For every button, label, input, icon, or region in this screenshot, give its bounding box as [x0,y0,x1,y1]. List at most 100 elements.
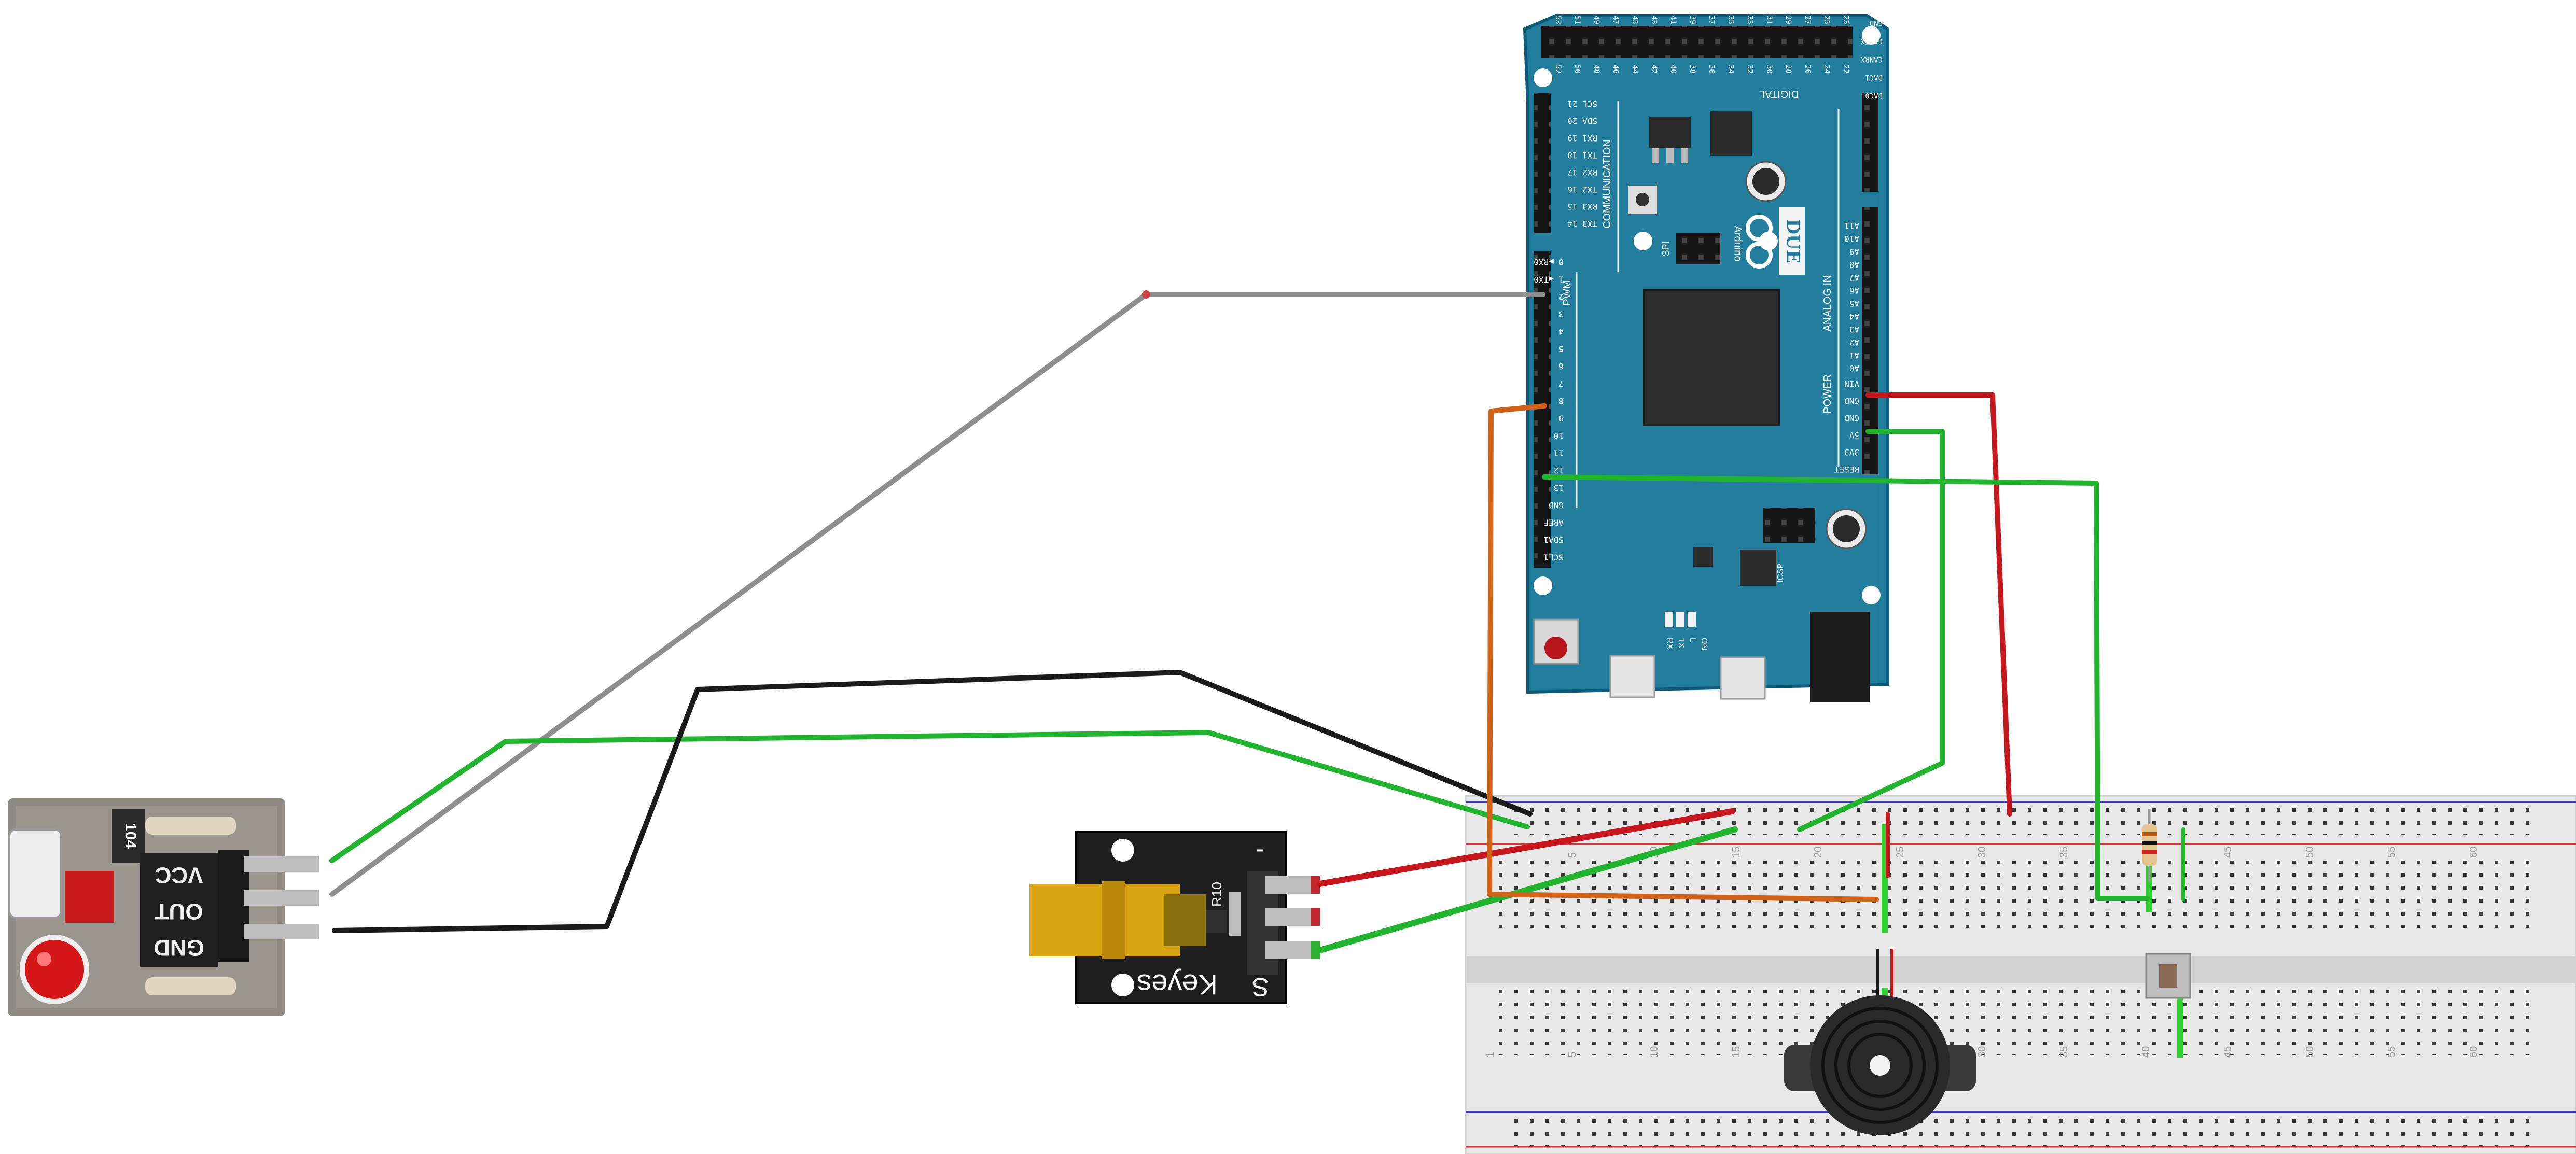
piezo-buzzer [1784,949,1976,1135]
wire-green-5v[interactable] [1797,429,1945,832]
top-header-pin-label: 27 [1803,16,1812,24]
pwm-pin-label: 4 [1558,327,1564,336]
wire-orange-pin9[interactable] [1487,403,1879,902]
wire-red-gnd[interactable] [1865,392,2012,817]
sensor-pin-gnd[interactable] [244,924,319,939]
sensor-pin-vcc[interactable] [244,856,319,872]
laser-pin-s[interactable] [1265,941,1320,959]
side-pin-label: CANRX [1860,55,1883,63]
breadboard-column-number: 55 [2386,847,2398,858]
breadboard-column-number: 25 [1895,847,1906,858]
power-header [1862,371,1878,474]
pwm-pin-label: 5 [1558,344,1564,354]
side-pin-label: GND [1870,19,1883,27]
center-channel [1466,956,2576,983]
digital-label: DIGITAL [1759,88,1799,100]
top-header2-pin-label: 48 [1592,65,1600,74]
comm-pin-label: RX2 17 [1567,167,1597,177]
top-header2-pin-label: 34 [1726,65,1735,74]
power-label: POWER [1822,374,1833,414]
laser-resistor-label: R10 [1209,882,1224,907]
sensor-pin-out[interactable] [244,890,319,906]
analog-pin-label: A10 [1844,234,1859,244]
sensor-marking: 104 [122,823,139,849]
power-pin-label: VIN [1844,379,1859,389]
breadboard-column-number: 1 [1485,1052,1496,1058]
analog-pin-label: A9 [1849,247,1859,257]
spi-header [1676,233,1720,264]
analog-pin-label: A4 [1849,312,1859,321]
wire-green-laser[interactable] [1317,826,1738,953]
mount-hole [1534,68,1552,87]
top-header-pin-label: 31 [1765,16,1773,24]
laser-pin-vcc[interactable] [1265,908,1320,926]
sensor-pin-out-label: OUT [155,898,203,924]
breadboard-column-number: 40 [2140,1046,2152,1058]
comm-pin-label: RX1 19 [1567,133,1597,143]
native-usb-port[interactable] [1720,656,1766,700]
top-header-pin-label: 35 [1726,16,1735,24]
breadboard: 1155101015152020252530303535404045455050… [1465,795,2576,1154]
programming-usb-port[interactable] [1609,655,1655,698]
breadboard-column-number: 30 [1976,1046,1988,1058]
top-header-pin-label: 47 [1611,16,1620,24]
mount-hole [1111,839,1134,862]
right-top-header [1862,93,1878,192]
voltage-regulator [1649,117,1691,148]
pwm-pin-label: 12 [1554,466,1564,475]
top-header2-pin-label: 44 [1631,65,1639,74]
breadboard-column-number: 10 [1649,1046,1660,1058]
resistor [2142,809,2157,881]
wire-black-gnd[interactable] [332,670,1533,933]
led-pad-rx [1665,612,1673,627]
top-header2-pin-label: 36 [1707,65,1716,74]
terminal-strip-bottom [1494,988,2541,1055]
led-pad-l [1688,612,1696,627]
analog-pin-label: A6 [1849,286,1859,295]
wire-green-pin12[interactable] [1542,474,2150,901]
mount-hole [1111,974,1134,996]
breadboard-column-number: 5 [1567,852,1578,858]
analog-pin-label: A0 [1849,363,1859,373]
top-header-pin-label: 29 [1784,16,1792,24]
comm-pin-label: TX1 18 [1567,150,1597,160]
icsp-label: ICSP [1776,563,1785,582]
top-header2-pin-label: 30 [1765,65,1773,74]
top-header-pin-label: 37 [1707,16,1716,24]
trimmer-potentiometer [8,828,62,919]
pwm-pin-label: 8 [1558,396,1564,406]
pwm-pin-label: 2 [1558,292,1564,302]
comm-header [1534,93,1551,233]
top-header2-pin-label: 40 [1669,65,1677,74]
mount-hole [1862,586,1881,604]
due-badge [1779,207,1805,275]
wire-gray-out[interactable] [329,292,1545,897]
top-header2-pin-label: 28 [1784,65,1792,74]
wire-bend [1142,290,1150,299]
breadboard-column-number: 45 [2222,1046,2234,1058]
pwm-pin-label: 0 ▶RX0 [1534,257,1564,267]
dc-power-jack[interactable] [1810,612,1870,702]
wire-red-laser[interactable] [1317,808,1735,887]
reset-button-cap[interactable] [1544,637,1567,659]
led-pad-tx [1676,612,1684,627]
breadboard-column-number: 50 [2304,1046,2316,1058]
analog-pin-label: A1 [1849,350,1859,360]
analog-pin-label: A5 [1849,299,1859,308]
laser-pin-minus[interactable] [1265,876,1320,894]
power-pin-label: GND [1844,396,1859,406]
top-header [1541,26,1853,58]
breadboard-column-number: 30 [1976,847,1988,858]
push-button[interactable] [2145,953,2191,999]
top-header2-pin-label: 32 [1746,65,1754,74]
pwm-pin-label: AREF [1543,518,1564,528]
led-label-on: ON [1700,638,1708,650]
analog-pin-label: A7 [1849,273,1859,283]
top-header-pin-label: 23 [1842,16,1850,24]
wire-green-vcc[interactable] [329,730,1530,863]
due-label: DUE [1783,219,1803,263]
side-pin-label: DAC1 [1865,73,1883,81]
breadboard-column-number: 60 [2468,847,2480,858]
breadboard-column-number: 15 [1731,847,1742,858]
sensor-chip [65,871,114,923]
